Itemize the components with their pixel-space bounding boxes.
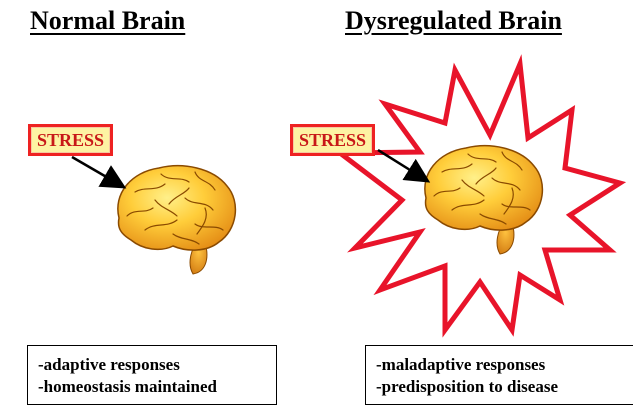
outcome-text: -predisposition to disease <box>376 376 633 398</box>
outcome-text: -adaptive responses <box>38 354 276 376</box>
stress-label: STRESS <box>290 124 375 156</box>
brain-icon <box>118 166 236 274</box>
normal-brain-title: Normal Brain <box>30 6 185 36</box>
dysregulated-brain-title: Dysregulated Brain <box>345 6 562 36</box>
outcome-text: -homeostasis maintained <box>38 376 276 398</box>
dysregulated-outcomes-box: -maladaptive responses -predisposition t… <box>365 345 633 405</box>
normal-outcomes-box: -adaptive responses -homeostasis maintai… <box>27 345 277 405</box>
outcome-text: -maladaptive responses <box>376 354 633 376</box>
stress-label: STRESS <box>28 124 113 156</box>
arrow-icon <box>72 157 122 186</box>
